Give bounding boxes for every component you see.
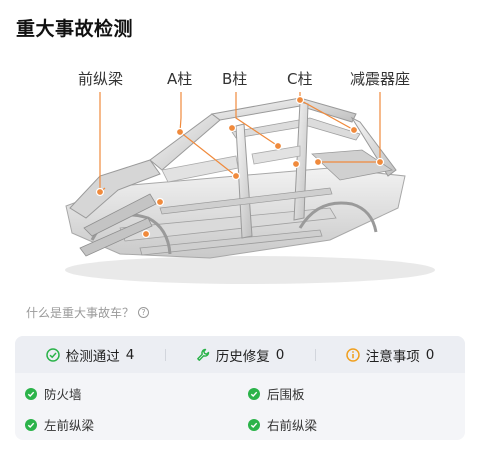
stat-passed-count: 4 [125,346,135,363]
stat-repair-label: 历史修复 [215,348,270,365]
help-link[interactable]: 什么是重大事故车？ ? [26,304,150,321]
stat-passed[interactable]: 检测通过 4 [15,345,165,365]
check-item-label: 防火墙 [44,387,82,402]
info-icon [345,347,360,362]
label-front-rail: 前纵梁 [78,70,124,88]
check-item: 防火墙 [25,384,82,403]
question-icon: ? [138,307,150,318]
stat-attention[interactable]: 注意事项 0 [315,345,465,365]
check-icon [25,387,37,400]
label-shock-mount: 减震器座 [350,70,411,88]
check-items: 防火墙 后围板 左前纵梁 右前纵梁 [15,373,465,440]
label-b-pillar: B柱 [222,70,248,88]
check-icon [25,418,37,431]
stat-attention-count: 0 [425,346,435,363]
stat-passed-label: 检测通过 [65,348,120,365]
check-circle-icon [45,347,60,362]
check-item-label: 左前纵梁 [44,418,95,433]
help-text: 什么是重大事故车？ [26,306,135,320]
stat-attention-label: 注意事项 [365,348,420,365]
check-item-label: 右前纵梁 [267,418,318,433]
check-item: 左前纵梁 [25,415,94,434]
page-title: 重大事故检测 [16,18,134,40]
summary-header: 检测通过 4 历史修复 0 注意事项 0 [15,336,465,373]
label-c-pillar: C柱 [287,70,313,88]
label-a-pillar: A柱 [167,70,193,88]
stat-repair[interactable]: 历史修复 0 [165,345,315,365]
car-body-illustration [65,92,435,284]
check-item: 后围板 [248,384,305,403]
check-icon [248,418,260,431]
wrench-icon [196,348,209,361]
check-icon [248,387,260,400]
check-item: 右前纵梁 [248,415,317,434]
car-frame-diagram: 前纵梁 A柱 B柱 C柱 减震器座 [0,58,480,298]
inspection-summary-panel: 检测通过 4 历史修复 0 注意事项 0 防火墙 后围板 [15,336,465,440]
stat-repair-count: 0 [275,346,285,363]
check-item-label: 后围板 [267,387,305,402]
